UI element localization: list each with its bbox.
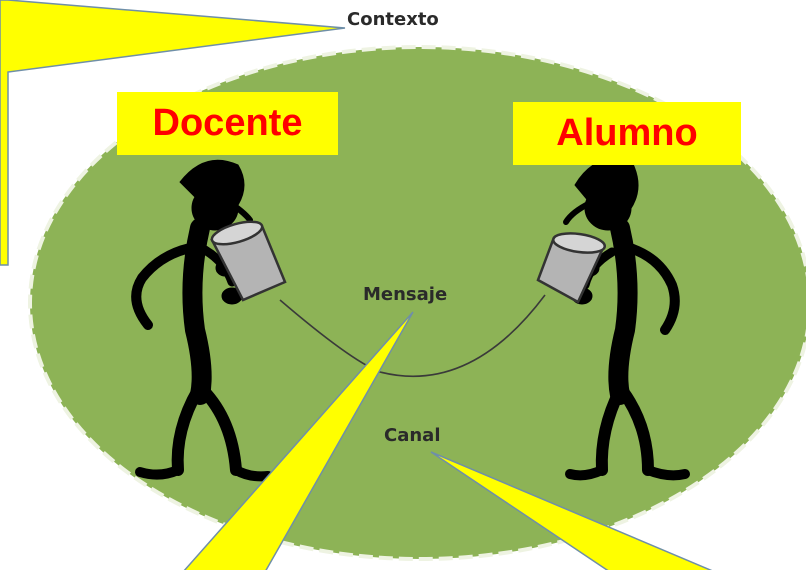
label-contexto: Contexto	[347, 9, 439, 30]
callout-mensaje	[183, 311, 414, 570]
role-box-docente: Docente	[117, 92, 338, 155]
label-mensaje: Mensaje	[363, 284, 448, 305]
callout-canal	[430, 451, 713, 570]
channel-string	[279, 294, 546, 378]
alumno-figure	[563, 158, 690, 481]
callout-contexto	[0, 0, 346, 266]
label-canal: Canal	[384, 425, 441, 446]
alumno-cup	[536, 232, 607, 304]
docente-cup	[210, 220, 287, 302]
role-box-alumno: Alumno	[513, 102, 741, 165]
